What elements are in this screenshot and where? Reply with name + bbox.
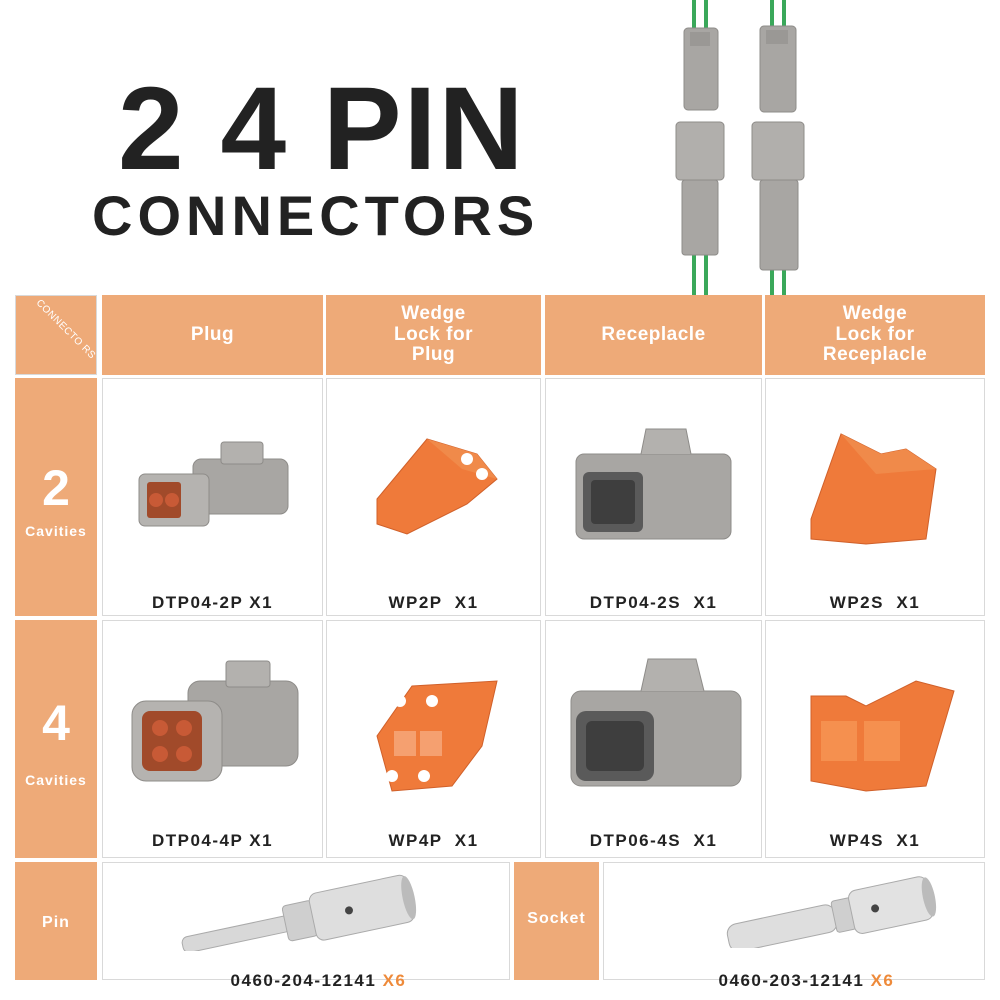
part-label: WP2P X1 xyxy=(388,593,479,612)
socket-label: Socket xyxy=(527,910,586,927)
cell-wp4p: WP4P X1 xyxy=(326,620,541,858)
part-label: WP4S X1 xyxy=(829,831,921,850)
socket-label-cell: Socket xyxy=(514,862,599,980)
socket-contact-image xyxy=(726,876,937,948)
row-header-2-cavities: 2 Cavities xyxy=(15,378,97,616)
part-label: DTP04-2P X1 xyxy=(151,593,274,612)
column-header-receptacle: Receplacle xyxy=(545,295,762,375)
receptacle-2pin-image xyxy=(575,428,732,540)
row-number: 4 xyxy=(42,695,70,751)
column-header-wedge-plug: Wedge Lock for Plug xyxy=(326,295,541,375)
cell-wp4s: WP4S X1 xyxy=(765,620,985,858)
plug-2pin-image xyxy=(138,441,289,527)
plug-4pin-image xyxy=(131,660,299,782)
wedge-lock-plug-2-image xyxy=(376,438,498,535)
row-number: 2 xyxy=(42,460,70,516)
socket-part-label: 0460-203-12141 X6 xyxy=(604,951,984,1000)
cell-dtp04-4p: DTP04-4P X1 xyxy=(102,620,323,858)
column-header-wedge-receptacle: Wedge Lock for Receplacle xyxy=(765,295,985,375)
pin-label: Pin xyxy=(42,914,70,931)
title-number: 2 xyxy=(118,63,186,195)
column-header-plug: Plug xyxy=(102,295,323,375)
row-label: Cavities xyxy=(25,772,87,788)
wedge-lock-receptacle-2-image xyxy=(810,433,937,545)
title-pin: PIN xyxy=(322,63,526,195)
cell-dtp04-2p: DTP04-2P X1 xyxy=(102,378,323,616)
title-connectors: CONNECTORS xyxy=(92,184,540,247)
title-main: 2 4 PIN xyxy=(118,70,526,188)
corner-cell: CONNECTO RS xyxy=(15,295,98,375)
part-label: WP2S X1 xyxy=(829,593,921,612)
cell-wp2p: WP2P X1 xyxy=(326,378,541,616)
cell-pin: 0460-204-12141 X6 xyxy=(102,862,510,990)
cell-dtp06-4s: DTP06-4S X1 xyxy=(545,620,762,858)
socket-part-number: 0460-203-12141 xyxy=(718,971,865,990)
wedge-lock-plug-4-image xyxy=(376,680,498,792)
socket-qty: X6 xyxy=(870,971,895,990)
pin-part-number: 0460-204-12141 xyxy=(230,971,377,990)
cell-socket: 0460-203-12141 X6 xyxy=(603,862,985,990)
connector-pair-image xyxy=(675,0,805,295)
part-label: DTP06-4S X1 xyxy=(589,831,718,850)
title-number-2: 4 xyxy=(220,63,289,195)
cell-dtp04-2s: DTP04-2S X1 xyxy=(545,378,762,616)
pin-label-cell: Pin xyxy=(15,862,97,980)
part-label: WP4P X1 xyxy=(388,831,479,850)
pin-qty: X6 xyxy=(382,971,407,990)
pin-contact-image xyxy=(181,874,417,951)
wedge-lock-receptacle-4-image xyxy=(810,680,955,792)
row-label: Cavities xyxy=(25,523,87,539)
part-label: DTP04-2S X1 xyxy=(589,593,718,612)
pin-part-label: 0460-204-12141 X6 xyxy=(103,951,509,1000)
cell-wp2s: WP2S X1 xyxy=(765,378,985,616)
corner-label: CONNECTO RS xyxy=(33,297,98,362)
receptacle-4pin-image xyxy=(570,658,742,787)
part-label: DTP04-4P X1 xyxy=(151,831,274,850)
row-header-4-cavities: 4 Cavities xyxy=(15,620,97,858)
